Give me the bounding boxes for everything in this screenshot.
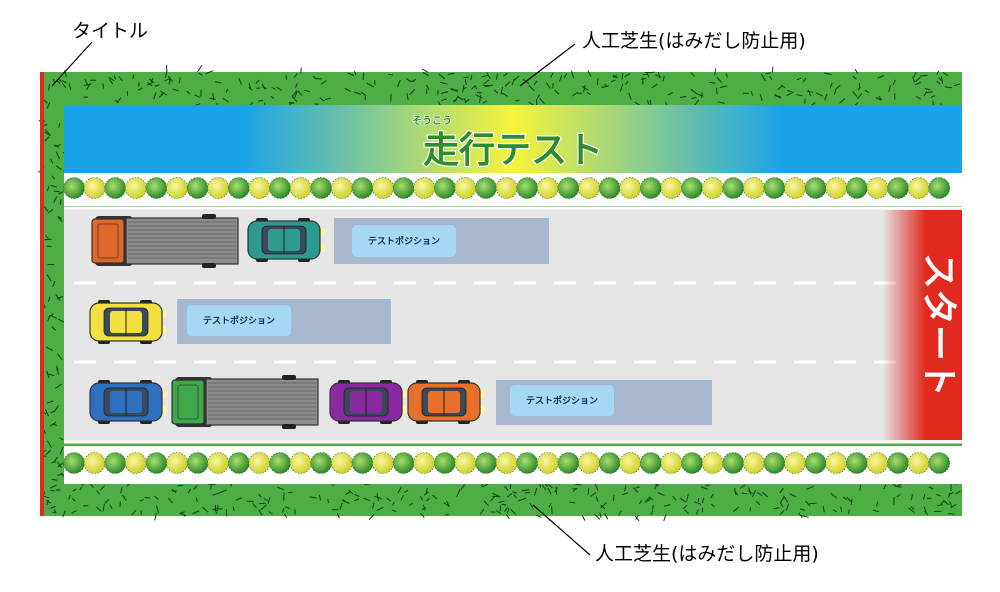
title-bar <box>40 72 44 516</box>
test-label-box <box>187 305 291 336</box>
banner-title: 走行テスト <box>423 130 603 171</box>
vehicles <box>89 214 485 429</box>
title-banner <box>64 105 962 173</box>
car <box>247 218 325 262</box>
start-zone <box>882 210 962 440</box>
lane-divider-lines <box>74 281 896 364</box>
bush-row-top <box>63 173 962 206</box>
test-label-box <box>352 225 456 257</box>
turf-callout-bottom: 人工芝生(はみだし防止用) <box>595 543 819 565</box>
car <box>89 380 167 424</box>
test-position-label: テストポジション <box>368 235 440 247</box>
road-edge-lines <box>64 206 962 444</box>
start-label: スタート <box>918 253 959 397</box>
truck <box>171 375 319 429</box>
banner-ruby: そうこう <box>412 115 452 127</box>
leader-lines <box>51 41 591 556</box>
test-label-box <box>510 385 614 416</box>
bush-row-bottom <box>63 446 962 484</box>
car <box>329 380 407 424</box>
turf-texture <box>38 64 961 522</box>
car <box>89 300 167 344</box>
turf-callout-top: 人工芝生(はみだし防止用) <box>582 30 806 52</box>
test-position-label: テストポジション <box>203 315 275 327</box>
car <box>407 380 485 424</box>
title-callout: タイトル <box>72 20 149 42</box>
truck <box>91 214 239 268</box>
test-position-label: テストポジション <box>526 395 598 407</box>
